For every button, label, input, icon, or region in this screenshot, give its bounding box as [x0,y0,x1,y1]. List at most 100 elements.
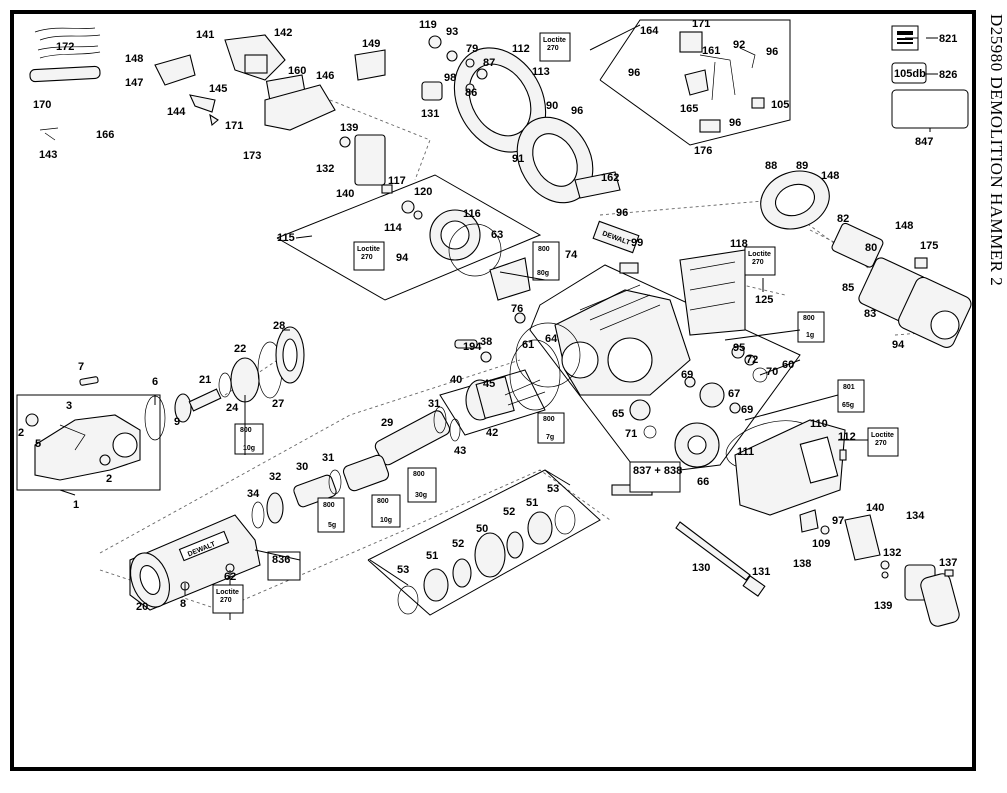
label-115: 115 [277,232,295,244]
label-28: 28 [273,320,285,332]
svg-text:Loctite: Loctite [871,432,894,439]
label-72: 72 [746,354,758,366]
grease-box-7g: 800 7g [537,412,565,444]
label-96-e: 96 [616,207,628,219]
label-80: 80 [865,242,877,254]
svg-text:Loctite: Loctite [543,37,566,44]
loctite-box-62: Loctite 270 [212,584,244,614]
label-105db-826: 105db [891,62,927,84]
label-821: 821 [939,33,957,45]
label-94-a: 94 [396,252,409,264]
label-30: 30 [296,461,308,473]
loctite-box-112-right: Loctite 270 [867,427,899,457]
grease-box-1g: 800 1g [797,311,825,343]
label-62: 62 [224,571,236,583]
label-22: 22 [234,343,246,355]
label-51-a: 51 [426,550,438,562]
svg-text:Loctite: Loctite [357,246,380,253]
label-40: 40 [450,374,462,386]
label-173: 173 [243,150,261,162]
svg-text:800: 800 [538,246,550,253]
label-139-a: 139 [340,122,358,134]
label-97: 97 [832,515,844,527]
label-149: 149 [362,38,380,50]
label-105: 105 [771,99,789,111]
label-63: 63 [491,229,503,241]
label-42: 42 [486,427,498,439]
svg-text:30g: 30g [415,492,427,499]
label-170: 170 [33,99,51,111]
label-43: 43 [454,445,466,457]
label-171-a: 171 [225,120,243,132]
label-139-b: 139 [874,600,892,612]
label-76: 76 [511,303,523,315]
label-117: 117 [388,175,406,187]
label-165: 165 [680,103,698,115]
label-5: 5 [35,438,41,450]
label-112-b: 112 [838,431,856,443]
svg-text:837 + 838: 837 + 838 [633,465,682,477]
svg-text:800: 800 [413,471,425,478]
label-194: 194 [463,341,482,353]
label-69-b: 69 [741,404,753,416]
label-9: 9 [174,416,180,428]
label-6: 6 [152,376,158,388]
svg-text:270: 270 [547,45,559,52]
label-176: 176 [694,145,712,157]
label-132-b: 132 [883,547,901,559]
label-8: 8 [180,598,186,610]
grease-box-5g: 800 5g [317,497,345,533]
label-2-a: 2 [18,427,24,439]
label-3: 3 [66,400,72,412]
svg-text:270: 270 [361,254,373,261]
svg-text:10g: 10g [243,445,255,452]
diagram-frame [10,10,976,771]
label-20: 20 [136,601,148,613]
label-50: 50 [476,523,488,535]
label-27: 27 [272,398,284,410]
label-116: 116 [463,208,481,220]
label-89: 89 [796,160,808,172]
label-142: 142 [274,27,292,39]
label-87: 87 [483,57,495,69]
label-65: 65 [612,408,624,420]
label-31-b: 31 [322,452,334,464]
part-drawings: DEWALT [25,27,972,627]
label-141: 141 [196,29,214,41]
label-70: 70 [766,366,778,378]
label-61: 61 [522,339,534,351]
label-90: 90 [546,100,558,112]
label-160: 160 [288,65,306,77]
label-79: 79 [466,43,478,55]
label-112-a: 112 [512,43,530,55]
label-7: 7 [78,361,84,373]
loctite-box-112-top: Loctite 270 [539,32,571,62]
label-32: 32 [269,471,281,483]
label-162: 162 [601,172,619,184]
label-113: 113 [532,66,550,78]
label-164: 164 [640,25,659,37]
label-85: 85 [842,282,854,294]
svg-text:65g: 65g [842,402,854,409]
label-146: 146 [316,70,334,82]
grease-box-65g: 801 65g [837,379,865,413]
svg-text:800: 800 [543,416,555,423]
label-134: 134 [906,510,925,522]
label-145: 145 [209,83,227,95]
svg-text:800: 800 [323,502,335,509]
svg-text:Loctite: Loctite [748,251,771,258]
label-96-a: 96 [571,105,583,117]
label-140-a: 140 [336,188,354,200]
label-69-a: 69 [681,369,693,381]
label-51-b: 51 [526,497,538,509]
label-144: 144 [167,106,186,118]
label-114: 114 [384,222,403,234]
label-111: 111 [737,446,754,458]
label-138: 138 [793,558,811,570]
svg-text:1g: 1g [806,332,814,339]
label-130: 130 [692,562,710,574]
label-120: 120 [414,186,432,198]
label-53-b: 53 [547,483,559,495]
label-21: 21 [199,374,211,386]
label-45: 45 [483,378,495,390]
